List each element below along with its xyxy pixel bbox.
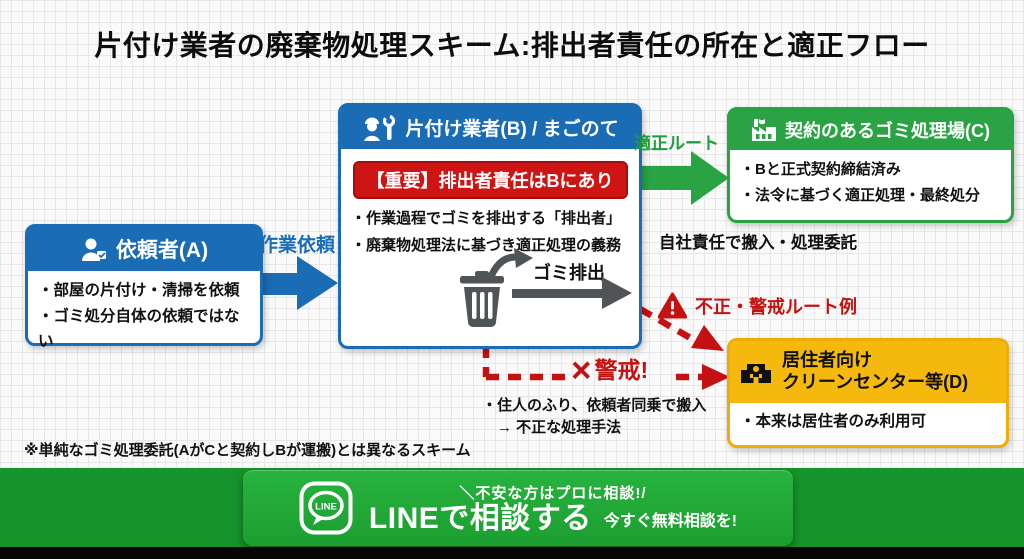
worker-icon — [364, 114, 396, 141]
factory-icon — [752, 119, 776, 141]
disposal-site-title: 契約のあるゴミ処理場(C) — [785, 121, 990, 141]
line-icon: LINE — [299, 481, 353, 535]
waste-output-arrowhead — [602, 277, 632, 309]
banner-text: ＼不安な方はプロに相談!/ LINEで相談する 今すぐ無料相談を! — [369, 482, 737, 535]
bullet-item: ・廃棄物処理法に基づき適正処理の義務 — [351, 237, 622, 254]
work-request-arrow — [255, 273, 299, 295]
caution-label: 警戒! — [594, 357, 649, 383]
line-icon-label: LINE — [315, 502, 337, 513]
banner-sub: 今すぐ無料相談を! — [603, 513, 738, 531]
warning-route-row: 不正・警戒ルート例 — [658, 292, 857, 320]
clean-center-title: 居住者向け クリーンセンター等(D) — [782, 350, 968, 393]
bottom-black-strip — [0, 547, 1024, 559]
clean-center-header: 居住者向け クリーンセンター等(D) — [730, 341, 1006, 403]
banner-cta: LINEで相談する — [368, 501, 592, 535]
waste-output-arrow — [512, 289, 604, 298]
footnote: ※単純なゴミ処理委託(AがCと契約しBが運搬)とは異なるスキーム — [24, 442, 471, 459]
clean-center-bullets: ・本来は居住者のみ利用可 — [730, 403, 1006, 442]
client-box-title: 依頼者(A) — [115, 239, 209, 262]
clean-center-box-d: 居住者向け クリーンセンター等(D) ・本来は居住者のみ利用可 — [727, 338, 1009, 448]
banner-main-row: LINEで相談する 今すぐ無料相談を! — [369, 503, 737, 535]
client-icon — [81, 238, 106, 261]
company-box-bullets: ・作業過程でゴミを排出する「排出者」 ・廃棄物処理法に基づき適正処理の義務 — [341, 199, 639, 265]
proper-route-arrowhead — [691, 151, 729, 205]
warning-route-label: 不正・警戒ルート例 — [695, 297, 857, 317]
bullet-item: ・Bと正式契約締結済み — [740, 161, 901, 178]
work-request-arrowhead — [297, 256, 338, 310]
clean-center-title-line1: 居住者向け — [782, 350, 872, 371]
building-icon — [741, 364, 771, 383]
bullet-item: ・部屋の片付け・清掃を依頼 — [38, 282, 240, 299]
clean-center-title-line2: クリーンセンター等(D) — [782, 372, 969, 392]
warning-diagonal-arrowhead — [691, 325, 724, 351]
client-box-a: 依頼者(A) ・部屋の片付け・清掃を依頼 ・ゴミ処分自体の依頼ではない — [25, 224, 263, 350]
bullet-item: ・住人のふり、依頼者同乗で搬入 — [482, 397, 707, 414]
warning-arrowhead — [702, 364, 730, 390]
bullet-item: ・作業過程でゴミを排出する「排出者」 — [351, 210, 622, 227]
line-consult-button[interactable]: LINE ＼不安な方はプロに相談!/ LINEで相談する 今すぐ無料相談を! — [243, 470, 793, 546]
client-box-bullets: ・部屋の片付け・清掃を依頼 ・ゴミ処分自体の依頼ではない — [28, 271, 260, 362]
company-box-title: 片付け業者(B) / まごのて — [405, 119, 619, 140]
page-title: 片付け業者の廃棄物処理スキーム:排出者責任の所在と適正フロー — [94, 30, 930, 61]
client-box-header: 依頼者(A) — [28, 227, 260, 271]
work-request-label: 作業依頼 — [258, 235, 335, 256]
bullet-item: ・ゴミ処分自体の依頼ではない — [38, 307, 240, 351]
proper-route-label: 適正ルート — [634, 134, 719, 153]
self-responsibility-note: 自社責任で搬入・処理委託 — [659, 234, 857, 252]
company-box-header: 片付け業者(B) / まごのて — [341, 106, 639, 149]
bullet-item: → 不正な処理手法 — [497, 418, 622, 436]
disposal-site-header: 契約のあるゴミ処理場(C) — [730, 110, 1011, 150]
disposal-site-bullets: ・Bと正式契約締結済み ・法令に基づく適正処理・最終処分 — [730, 150, 1011, 217]
disposal-site-box-c: 契約のあるゴミ処理場(C) ・Bと正式契約締結済み ・法令に基づく適正処理・最終… — [727, 107, 1014, 223]
bullet-item: ・本来は居住者のみ利用可 — [740, 413, 927, 430]
curved-arrow-icon — [487, 248, 533, 281]
bullet-item: ・法令に基づく適正処理・最終処分 — [740, 187, 981, 205]
important-badge: 【重要】排出者責任はBにあり — [352, 161, 628, 199]
caution-marker: × 警戒! — [571, 353, 648, 388]
waste-output-label: ゴミ排出 — [533, 263, 605, 283]
proper-route-arrow — [633, 166, 693, 190]
warning-bullets: ・住人のふり、依頼者同乗で搬入 → 不正な処理手法 — [482, 395, 706, 439]
x-mark-icon: × — [571, 351, 592, 390]
banner-tagline: ＼不安な方はプロに相談!/ — [459, 484, 647, 502]
warning-icon — [658, 292, 687, 319]
